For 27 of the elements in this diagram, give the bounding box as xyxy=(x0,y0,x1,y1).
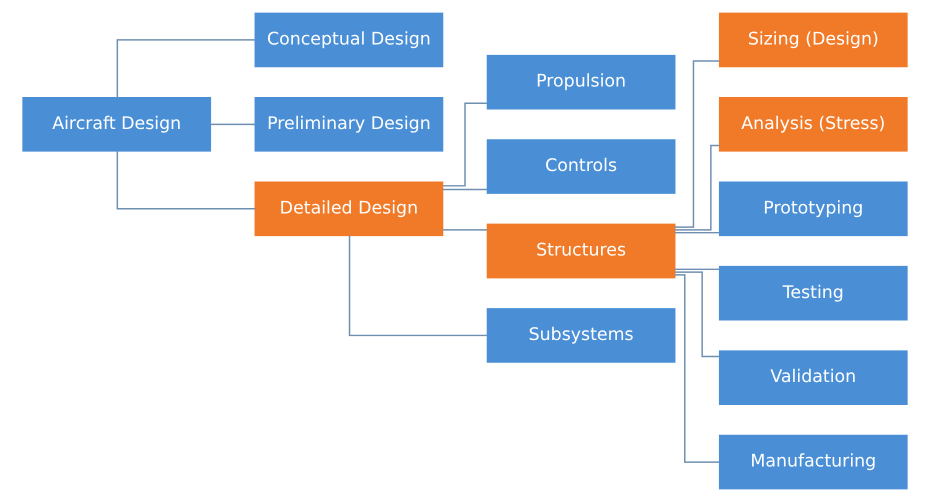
connector xyxy=(674,268,719,270)
node-box: Preliminary Design xyxy=(254,97,443,152)
connector xyxy=(116,39,255,98)
connector xyxy=(674,274,719,463)
node-box: Subsystems xyxy=(486,308,675,363)
node-box: Validation xyxy=(718,350,908,405)
node-box: Manufacturing xyxy=(718,434,908,490)
connector xyxy=(674,60,719,228)
node-box: Analysis (Stress) xyxy=(718,97,908,152)
node-box: Sizing (Design) xyxy=(718,12,908,68)
connector xyxy=(674,144,719,231)
connector xyxy=(348,236,487,336)
connector xyxy=(674,271,720,358)
connector xyxy=(442,188,486,190)
node-box: Structures xyxy=(486,224,675,278)
connector xyxy=(442,102,486,187)
node-box: Propulsion xyxy=(486,54,675,110)
connector xyxy=(674,232,719,234)
node-box: Detailed Design xyxy=(254,181,443,236)
node-box: Conceptual Design xyxy=(254,12,443,68)
node-box: Controls xyxy=(486,139,675,194)
node-box: Aircraft Design xyxy=(22,97,211,152)
node-box: Prototyping xyxy=(718,181,908,236)
connector xyxy=(442,229,486,231)
node-box: Testing xyxy=(718,266,908,321)
connector xyxy=(116,151,255,210)
connector xyxy=(210,124,254,126)
